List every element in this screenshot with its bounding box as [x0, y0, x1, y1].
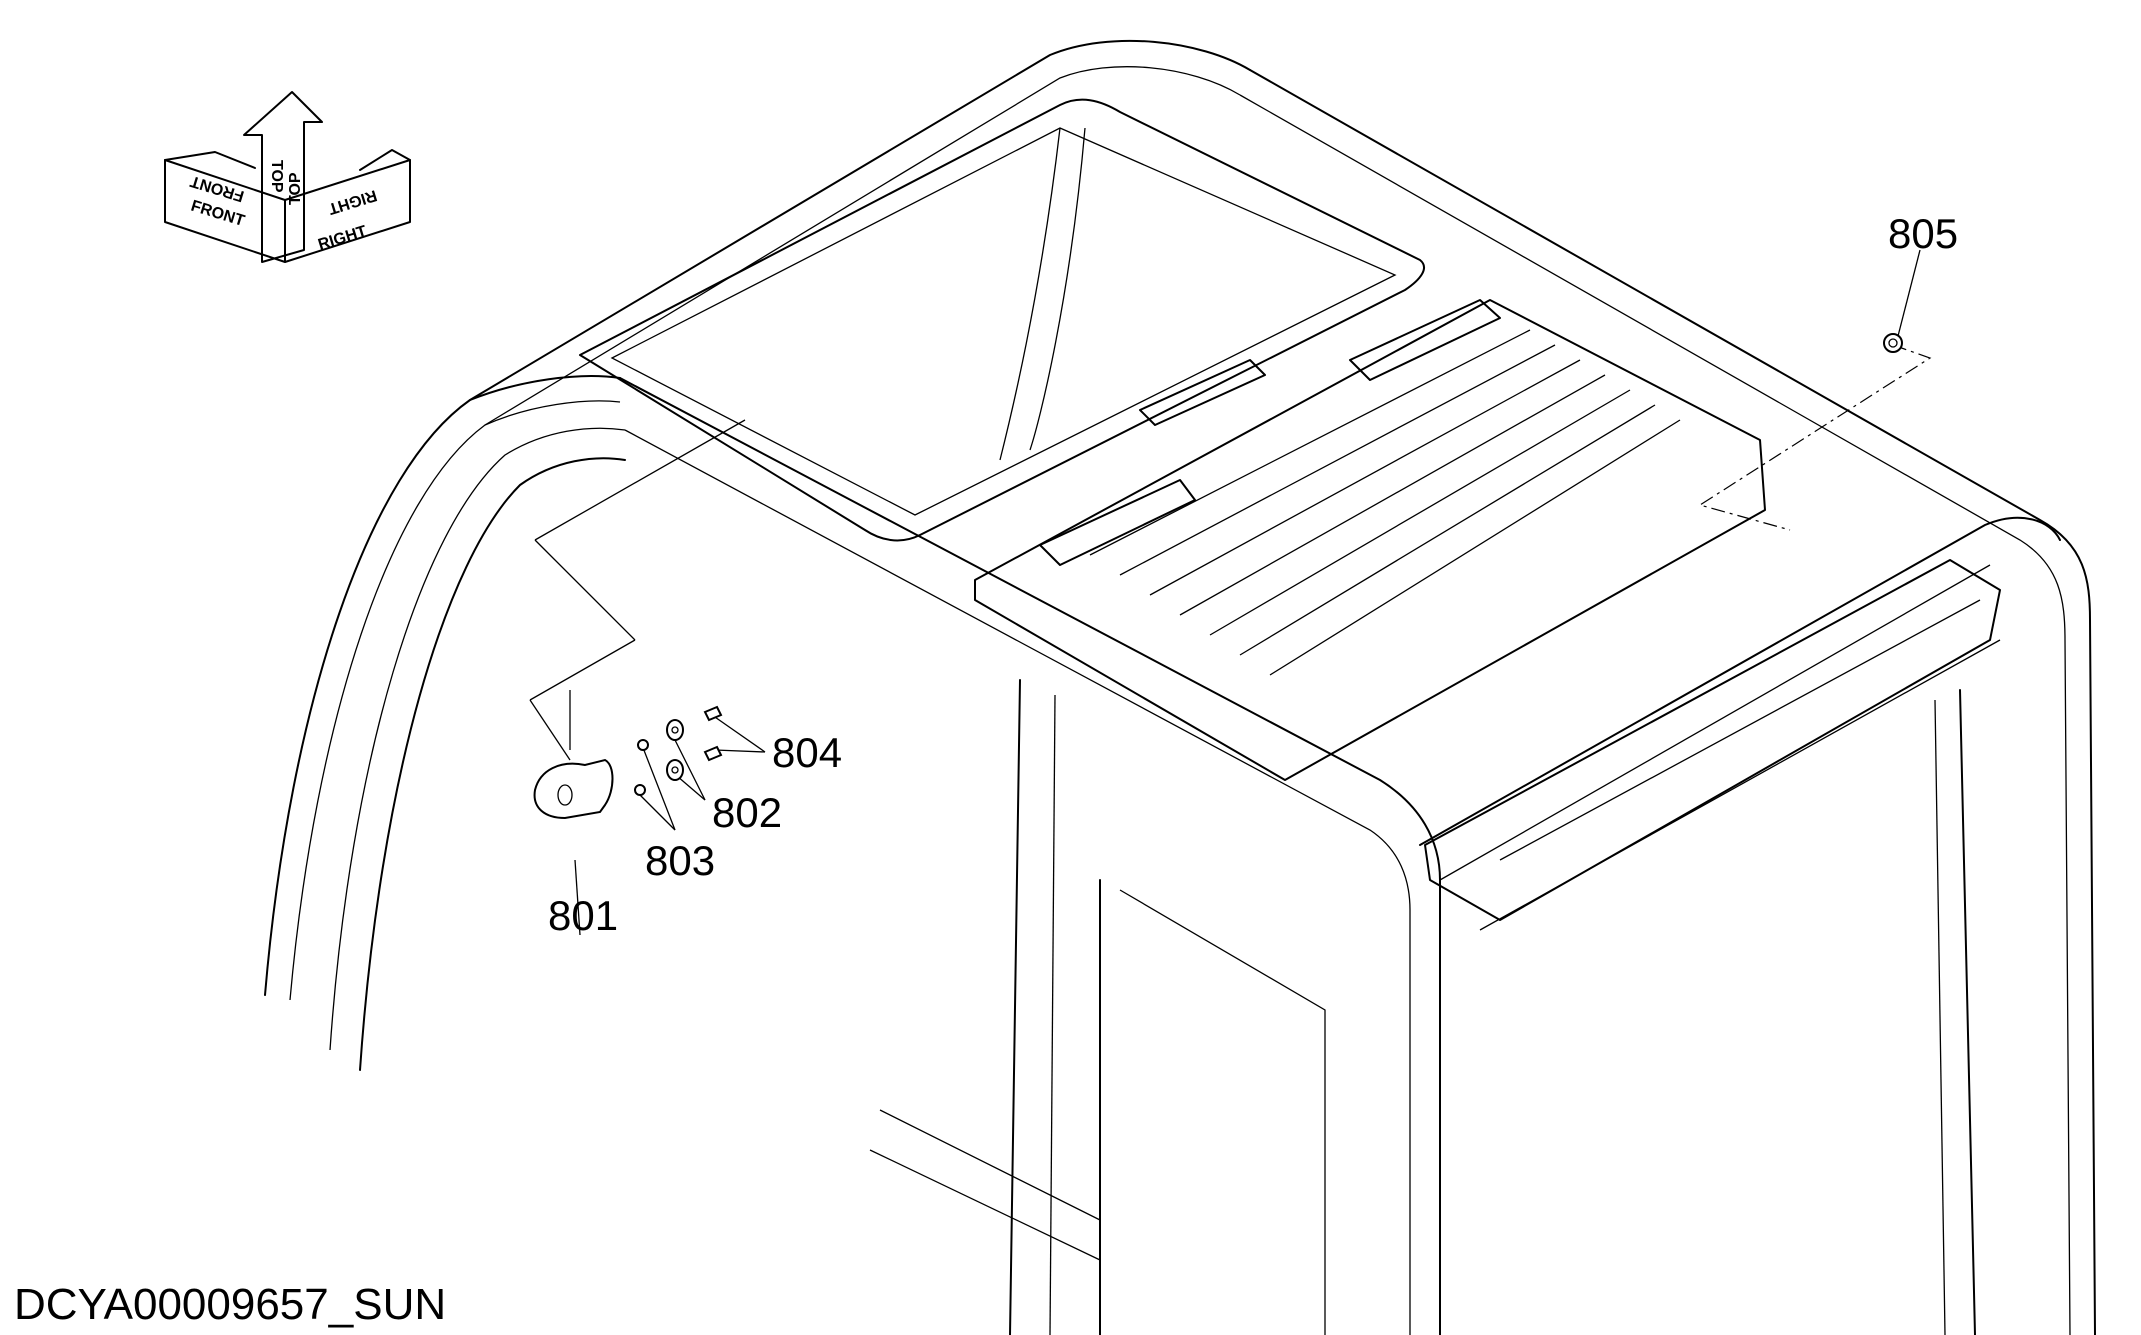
callout-801: 801 [548, 892, 618, 939]
right-label-mirrored: RIGHT [326, 186, 379, 217]
part-801-bracket [533, 758, 614, 820]
leader-lines [529, 249, 1932, 936]
callout-805: 805 [1888, 210, 1958, 257]
cab-frame [264, 39, 2096, 1335]
drawing-id-label: DCYA00009657_SUN [14, 1280, 447, 1329]
top-label: TOP [268, 160, 285, 193]
top-label-mirrored: TOP [287, 172, 304, 205]
part-802-nuts [666, 719, 684, 781]
callout-803: 803 [645, 837, 715, 884]
part-805-grommet [1883, 333, 1903, 353]
roof-panel [974, 299, 2001, 921]
skylight-window [579, 98, 1425, 542]
callout-802: 802 [712, 789, 782, 836]
part-803-washers [634, 739, 649, 796]
orientation-indicator: FRONT FRONT TOP TOP RIGHT RIGHT [164, 91, 411, 263]
part-804-bolts [703, 705, 723, 762]
callout-804: 804 [772, 729, 842, 776]
right-label: RIGHT [316, 223, 369, 254]
